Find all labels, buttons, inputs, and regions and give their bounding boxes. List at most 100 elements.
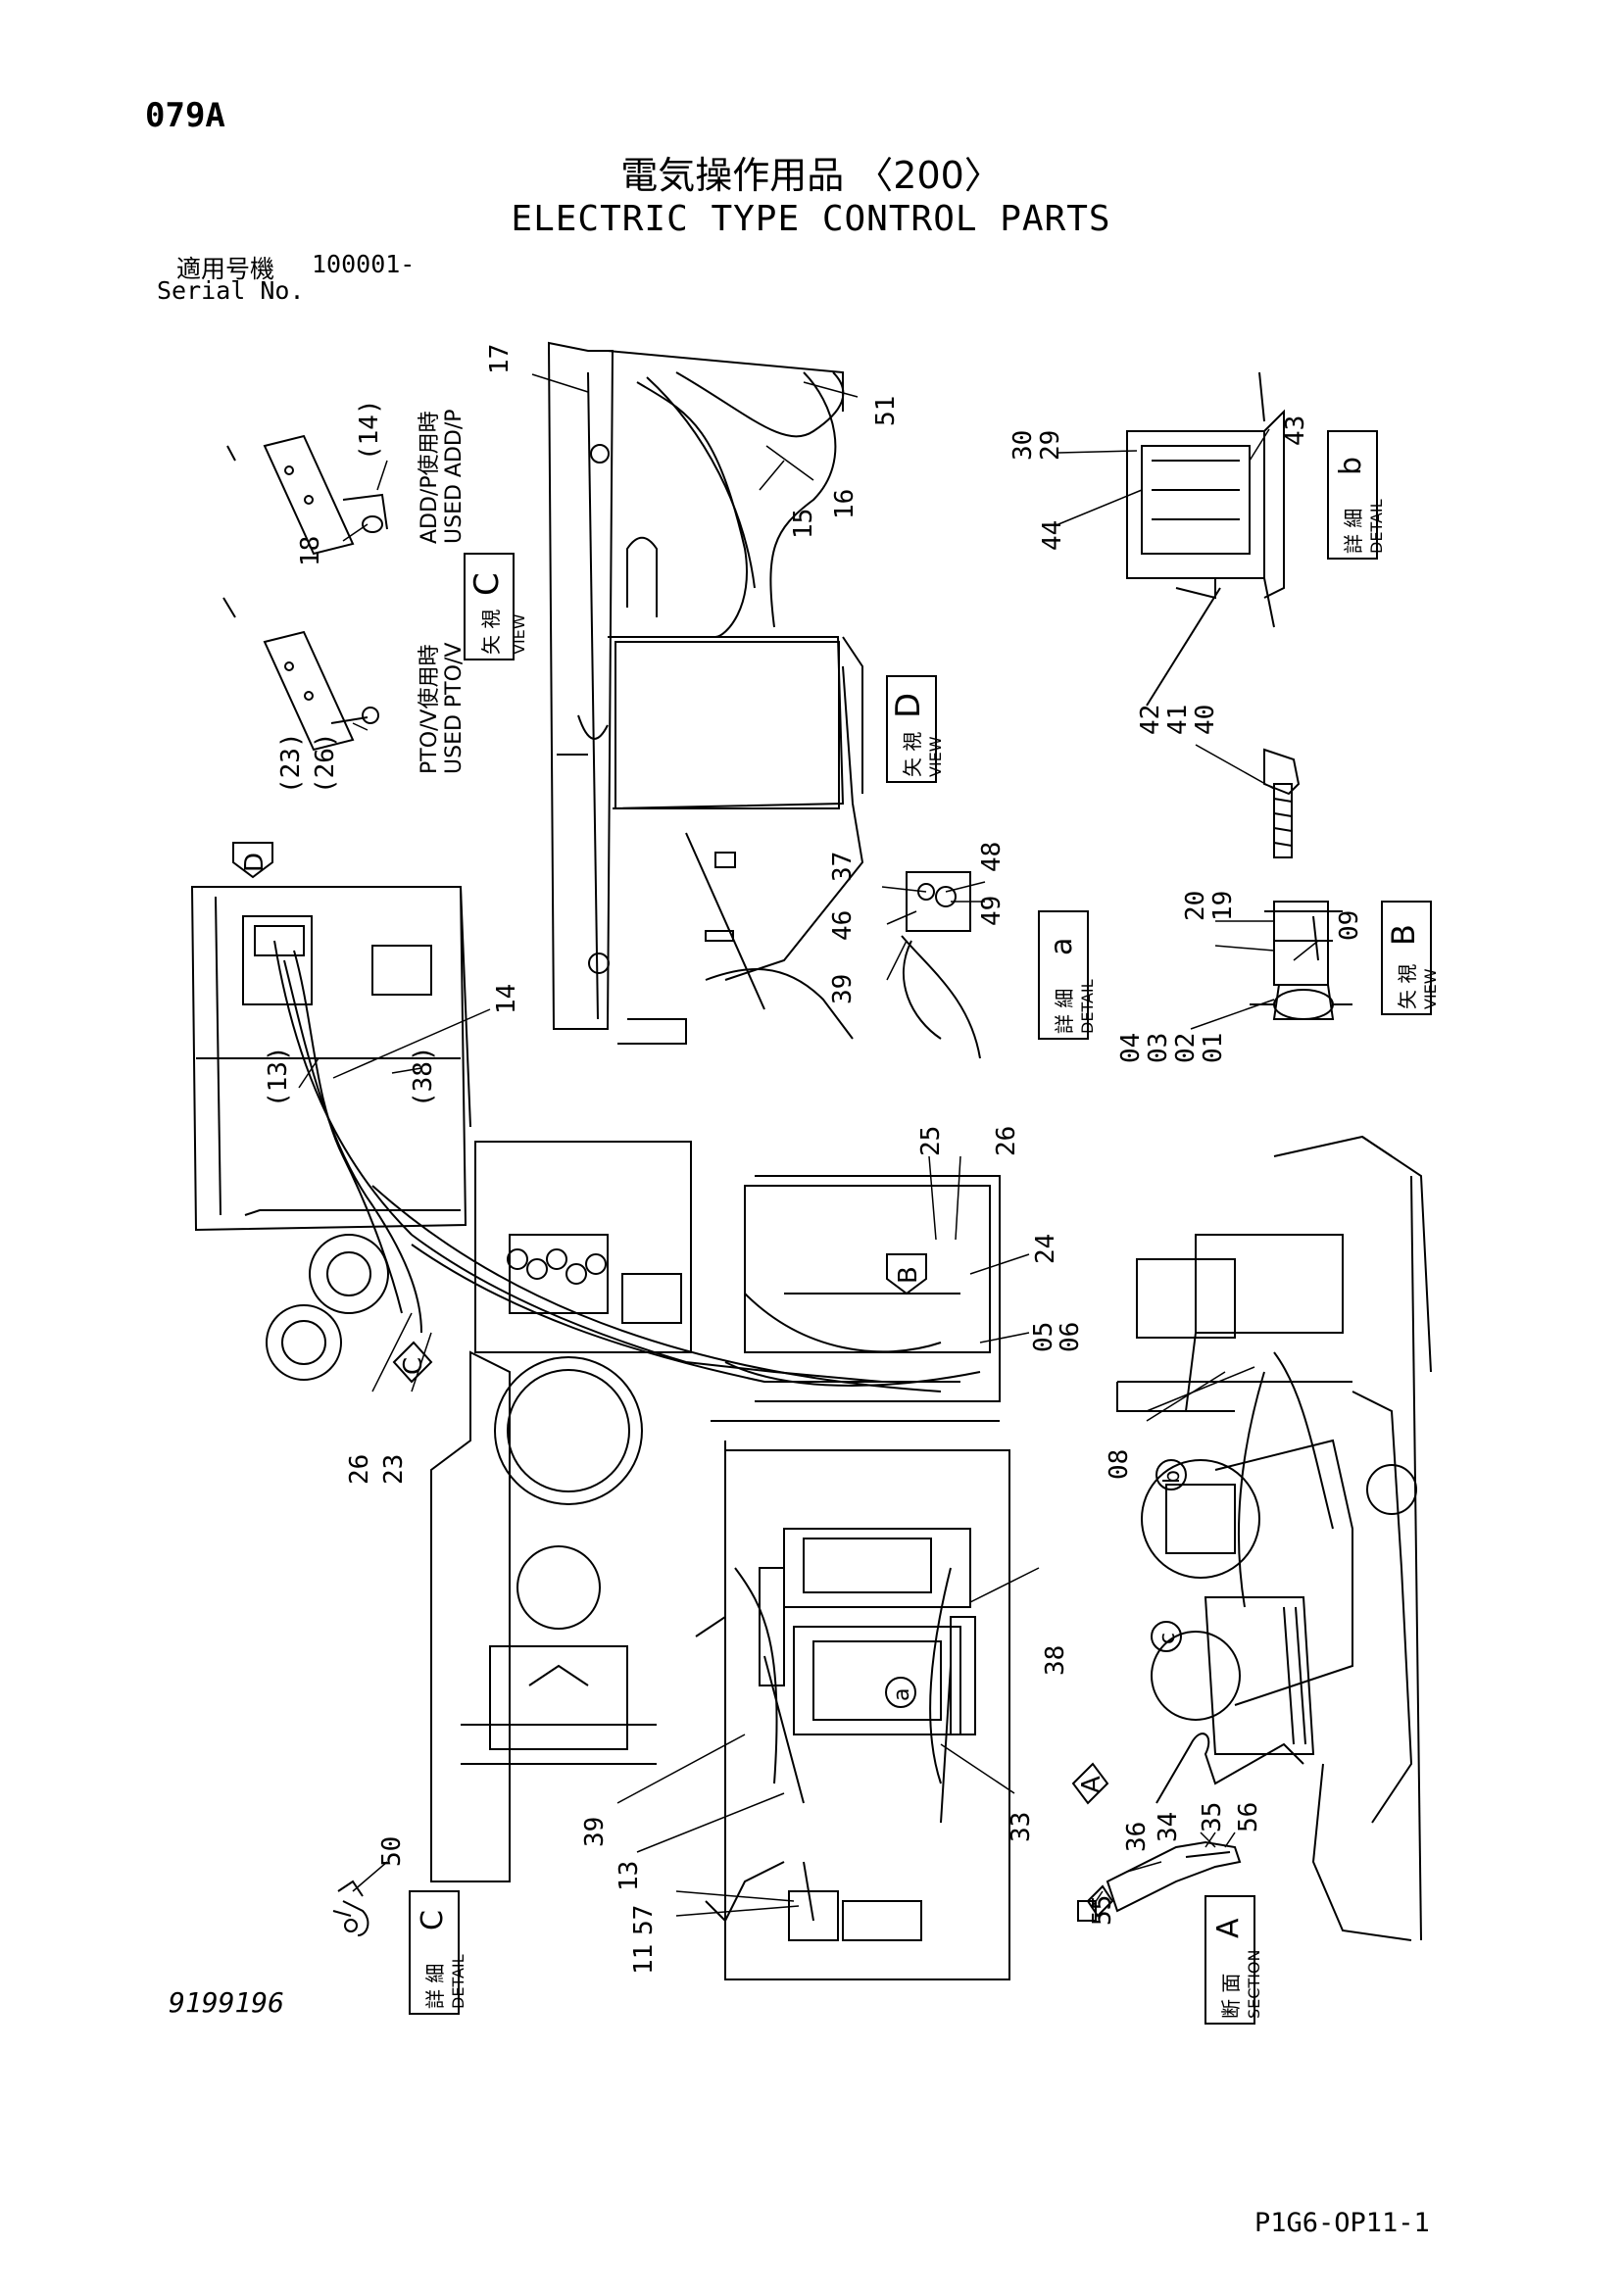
marker-shapes bbox=[232, 842, 1187, 1805]
callout-23-paren: (23) bbox=[276, 732, 306, 794]
detail-c-label-jp: 詳 細 bbox=[423, 1964, 447, 2009]
callout-40: 40 bbox=[1191, 705, 1220, 735]
callout-16: 16 bbox=[830, 489, 860, 519]
page-title-jp: 電気操作用品 〈200〉 bbox=[620, 154, 1002, 197]
marker-b: B bbox=[894, 1266, 923, 1284]
note-pto-v-en: USED PTO/V bbox=[442, 643, 467, 774]
view-c-arrow-marker bbox=[392, 1341, 433, 1384]
view-b-label-en: VIEW bbox=[1421, 968, 1440, 1009]
serial-value: 100001- bbox=[312, 250, 416, 278]
callout-35: 35 bbox=[1198, 1802, 1227, 1832]
callout-39: 39 bbox=[580, 1817, 610, 1847]
detail-c-label-en: DETAIL bbox=[449, 1954, 467, 2009]
view-b-label-box bbox=[1381, 901, 1432, 1015]
detail-c-letter: C bbox=[416, 1910, 450, 1930]
view-d-arrow-marker bbox=[232, 842, 273, 879]
marker-c: C bbox=[399, 1357, 428, 1375]
serial-label-en: Serial No. bbox=[157, 276, 305, 305]
detail-a-letter: a bbox=[1045, 938, 1079, 955]
callout-33: 33 bbox=[1007, 1812, 1036, 1842]
callout-42: 42 bbox=[1136, 705, 1165, 735]
view-d-label-box bbox=[886, 675, 937, 783]
callout-57: 57 bbox=[629, 1905, 659, 1935]
marker-a: A bbox=[1077, 1776, 1106, 1793]
callout-39-detail: 39 bbox=[828, 974, 858, 1004]
callout-26-paren: (26) bbox=[311, 732, 340, 794]
leader-lines bbox=[298, 373, 1319, 1917]
note-add-p-en: USED ADD/P bbox=[442, 409, 467, 544]
callout-18: 18 bbox=[296, 536, 325, 566]
callout-30: 30 bbox=[1008, 430, 1038, 461]
view-d-label-jp: 矢 視 bbox=[901, 732, 924, 777]
detail-b-label-box bbox=[1327, 430, 1378, 560]
detail-a-label-en: DETAIL bbox=[1078, 979, 1097, 1034]
view-c-letter: C bbox=[467, 572, 507, 596]
detail-a-label-jp: 詳 細 bbox=[1053, 989, 1076, 1034]
section-a-drawing bbox=[1077, 1840, 1242, 1922]
left-frame-drawing bbox=[190, 886, 471, 1381]
callout-48: 48 bbox=[977, 842, 1007, 872]
callout-55: 55 bbox=[1088, 1895, 1117, 1926]
callout-20: 20 bbox=[1181, 891, 1210, 921]
callout-38-paren: (38) bbox=[409, 1046, 438, 1107]
upper-frame-drawing bbox=[547, 341, 864, 1045]
callout-13: 13 bbox=[614, 1861, 644, 1891]
page-code: 079A bbox=[145, 96, 225, 135]
drawing-number: 9199196 bbox=[169, 1986, 285, 2019]
detail-b-letter: b bbox=[1334, 457, 1368, 475]
view-c-label-jp: 矢 視 bbox=[479, 610, 503, 655]
callout-03: 03 bbox=[1144, 1033, 1173, 1063]
parts-40-42-drawing bbox=[1263, 748, 1301, 858]
callout-14: 14 bbox=[492, 984, 521, 1014]
cab-floor-drawing bbox=[695, 1175, 1010, 1980]
section-a-label-jp: 断 面 bbox=[1219, 1974, 1243, 2019]
callout-44: 44 bbox=[1038, 520, 1067, 551]
callout-01: 01 bbox=[1199, 1033, 1228, 1063]
marker-detail-b: b bbox=[1160, 1470, 1185, 1484]
serial-label-jp: 適用号機 bbox=[176, 255, 275, 283]
callout-34: 34 bbox=[1154, 1812, 1183, 1842]
callout-50: 50 bbox=[377, 1836, 407, 1867]
callout-38: 38 bbox=[1041, 1645, 1070, 1676]
callout-19: 19 bbox=[1208, 891, 1238, 921]
detail-a-drawing bbox=[901, 871, 981, 1059]
marker-detail-a: a bbox=[890, 1688, 914, 1701]
callout-37: 37 bbox=[828, 852, 858, 882]
view-c-label-box bbox=[464, 553, 515, 660]
callout-15: 15 bbox=[789, 509, 818, 539]
detail-a-circle bbox=[885, 1677, 916, 1708]
callout-14-paren: (14) bbox=[355, 399, 384, 461]
detail-a-label-box bbox=[1038, 910, 1089, 1040]
view-b-label-jp: 矢 視 bbox=[1396, 964, 1419, 1009]
callout-25: 25 bbox=[916, 1126, 946, 1156]
callout-05: 05 bbox=[1029, 1322, 1058, 1352]
callout-23: 23 bbox=[379, 1454, 409, 1485]
callout-17: 17 bbox=[485, 344, 515, 374]
marker-detail-c: c bbox=[1155, 1633, 1180, 1644]
callout-08: 08 bbox=[1105, 1449, 1134, 1480]
callout-04: 04 bbox=[1116, 1033, 1146, 1063]
detail-c-drawing bbox=[332, 1880, 369, 1936]
detail-b-drawing bbox=[1126, 371, 1285, 707]
section-a-letter: A bbox=[1211, 1918, 1246, 1938]
callout-24: 24 bbox=[1031, 1234, 1060, 1264]
callout-29: 29 bbox=[1036, 430, 1065, 461]
section-a-label-en: SECTION bbox=[1245, 1950, 1263, 2020]
marker-d: D bbox=[240, 853, 270, 872]
view-d-label-en: VIEW bbox=[926, 736, 945, 777]
note-add-p-jp: ADD/P使用時 bbox=[418, 411, 442, 544]
callout-49: 49 bbox=[977, 896, 1007, 926]
callout-26-top: 26 bbox=[992, 1126, 1021, 1156]
note-pto-v-jp: PTO/V使用時 bbox=[418, 645, 442, 774]
callout-36: 36 bbox=[1122, 1822, 1152, 1852]
page-reference: P1G6-OP11-1 bbox=[1254, 2208, 1430, 2238]
callout-46: 46 bbox=[828, 910, 858, 941]
callout-09: 09 bbox=[1335, 910, 1364, 941]
callout-56: 56 bbox=[1234, 1802, 1263, 1832]
view-c-drawing bbox=[222, 434, 388, 752]
callout-06: 06 bbox=[1056, 1322, 1085, 1352]
callout-43: 43 bbox=[1281, 415, 1310, 446]
callout-26: 26 bbox=[345, 1454, 374, 1485]
callout-13-paren: (13) bbox=[264, 1046, 293, 1107]
